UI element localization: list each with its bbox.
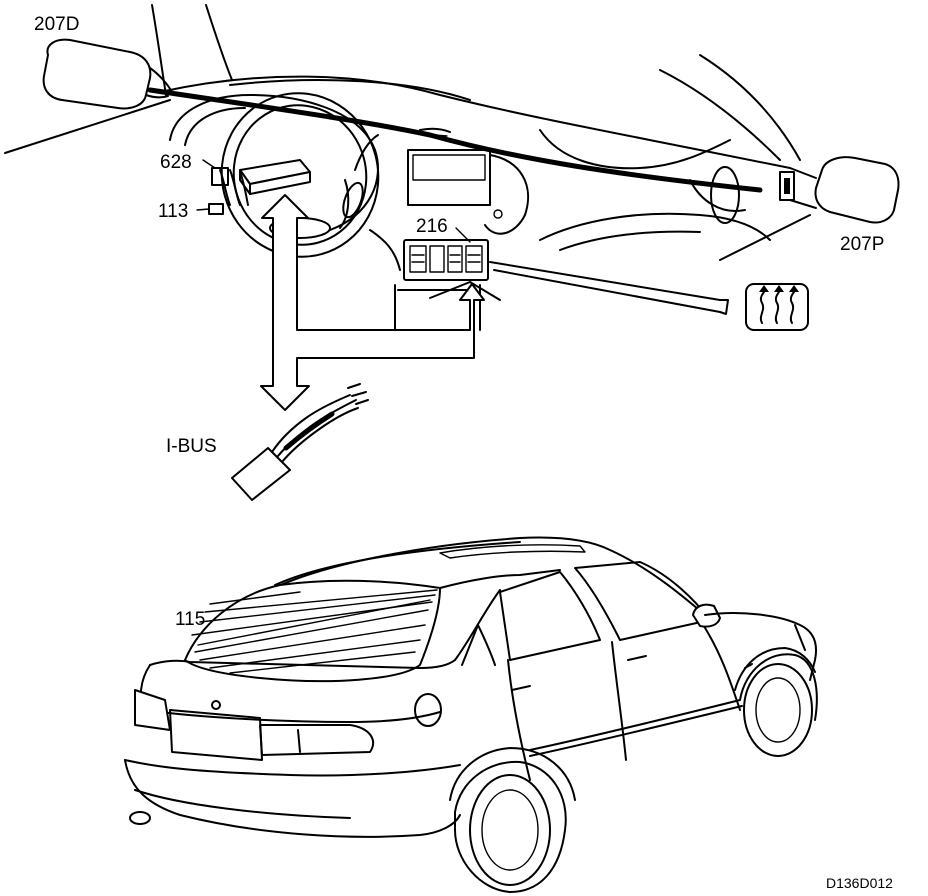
figure-code: D136D012 <box>826 875 893 891</box>
leader-113 <box>196 208 210 211</box>
label-628: 628 <box>160 152 192 173</box>
label-113: 113 <box>158 201 188 222</box>
leader-216 <box>455 227 471 243</box>
label-207d: 207D <box>34 14 79 35</box>
passenger-mirror <box>779 156 900 224</box>
climate-control-panel <box>403 239 489 281</box>
leader-628 <box>202 159 216 169</box>
label-ibus: I-BUS <box>166 436 217 457</box>
rear-defrost-icon <box>745 283 809 331</box>
label-115: 115 <box>175 609 205 630</box>
driver-mirror <box>42 38 173 110</box>
label-216: 216 <box>416 216 448 237</box>
label-207p: 207P <box>840 234 884 255</box>
dashboard-illustration <box>4 4 811 331</box>
signal-arrows <box>260 194 501 411</box>
car-illustration <box>124 536 818 893</box>
ibus-connector <box>231 383 369 501</box>
